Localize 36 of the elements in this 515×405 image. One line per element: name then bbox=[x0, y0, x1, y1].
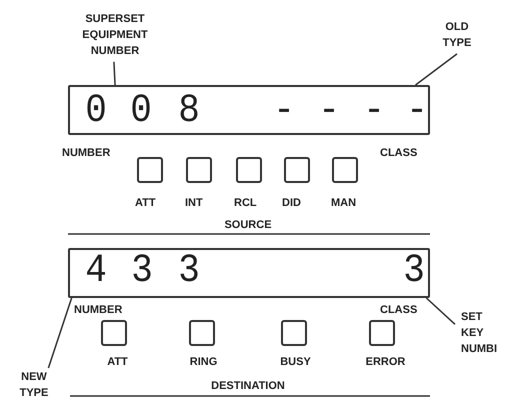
display-digit: 3 bbox=[178, 254, 200, 290]
display-digit: 4 bbox=[85, 254, 107, 290]
callout-label: OLD TYPE bbox=[432, 20, 482, 52]
digital-display bbox=[68, 85, 430, 135]
label: RING bbox=[188, 355, 218, 370]
display-digit: 3 bbox=[403, 254, 425, 290]
display-digit: 3 bbox=[131, 254, 153, 290]
callout-label: SUPERSET EQUIPMENT NUMBER bbox=[61, 12, 169, 60]
label: BUSY bbox=[279, 355, 312, 370]
leader-line bbox=[48, 298, 72, 368]
callout-label: SET KEY NUMBI bbox=[455, 310, 501, 358]
label: MAN bbox=[331, 196, 356, 211]
display-digit: 0 bbox=[130, 94, 152, 130]
label: INT bbox=[185, 196, 203, 211]
label: ATT bbox=[106, 355, 129, 370]
display-digit: - bbox=[363, 94, 385, 130]
label: CLASS bbox=[380, 303, 418, 318]
display-digit: - bbox=[318, 94, 340, 130]
label: DESTINATION bbox=[210, 379, 286, 394]
label: DID bbox=[282, 196, 301, 211]
label: RCL bbox=[234, 196, 257, 211]
label: CLASS bbox=[380, 146, 418, 161]
display-digit: - bbox=[406, 94, 428, 130]
display-digit: 8 bbox=[178, 94, 200, 130]
leader-line bbox=[426, 297, 456, 325]
leader-line bbox=[113, 62, 116, 86]
callout-label: NEW TYPE bbox=[10, 370, 58, 402]
leader-line bbox=[415, 53, 458, 86]
label: ERROR bbox=[364, 355, 406, 370]
label: NUMBER bbox=[74, 303, 122, 318]
label: NUMBER bbox=[62, 146, 110, 161]
display-digit: 0 bbox=[85, 94, 107, 130]
label: SOURCE bbox=[223, 218, 273, 233]
display-digit: - bbox=[273, 94, 295, 130]
label: ATT bbox=[135, 196, 156, 211]
digital-display bbox=[68, 248, 430, 298]
